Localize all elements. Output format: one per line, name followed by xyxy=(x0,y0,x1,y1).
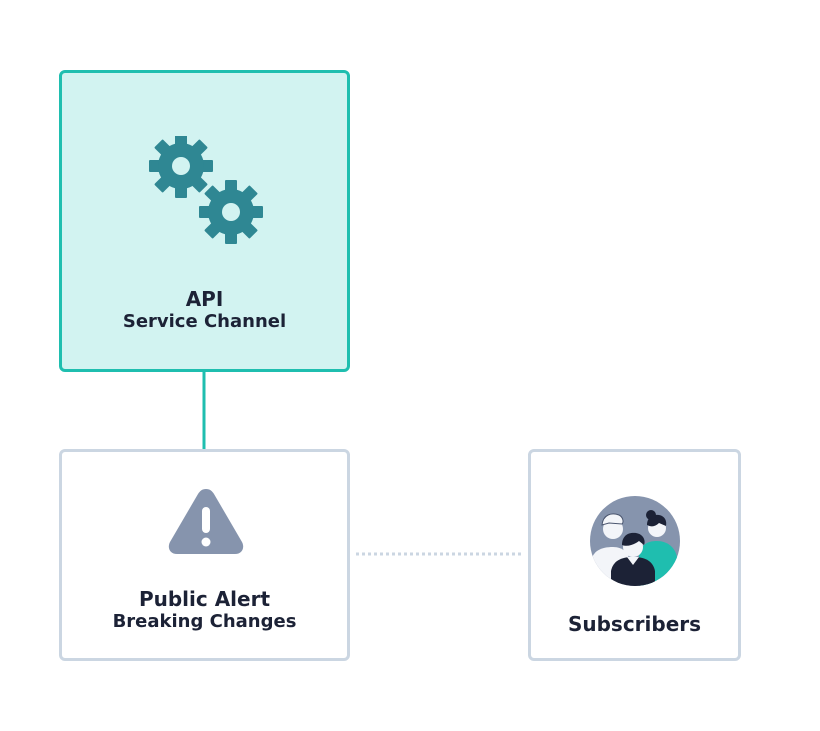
alert-subtitle: Breaking Changes xyxy=(112,611,297,632)
subscribers-title: Subscribers xyxy=(567,612,702,636)
edge-alert-to-subscribers xyxy=(356,552,524,556)
edge-api-to-alert xyxy=(202,372,206,449)
public-alert-node[interactable]: Public Alert Breaking Changes xyxy=(59,449,350,661)
api-subtitle: Service Channel xyxy=(122,311,287,332)
warning-icon xyxy=(168,489,244,554)
subscribers-node[interactable]: Subscribers xyxy=(528,449,741,661)
api-title: API xyxy=(185,287,224,311)
gears-icon xyxy=(149,136,263,244)
alert-title: Public Alert xyxy=(138,587,271,611)
api-service-channel-node[interactable]: API Service Channel xyxy=(59,70,350,372)
subscribers-icon xyxy=(590,496,680,586)
